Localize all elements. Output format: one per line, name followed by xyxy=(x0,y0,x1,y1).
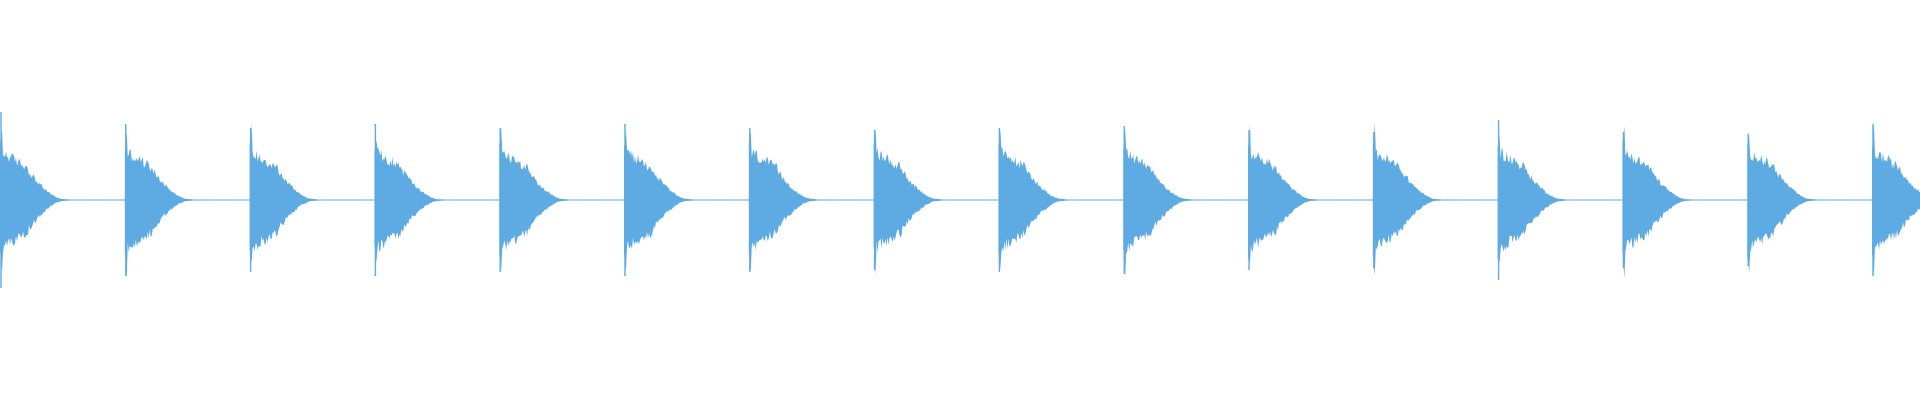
waveform-hit-3 xyxy=(249,122,318,263)
waveform-hit-2 xyxy=(124,133,194,279)
waveform-hit-12 xyxy=(1372,121,1442,276)
waveform-hit-16 xyxy=(1872,125,1920,275)
waveform-hit-15 xyxy=(1747,132,1816,273)
waveform-hit-1 xyxy=(0,129,69,272)
waveform-hit-8 xyxy=(873,127,942,276)
waveform-hit-14 xyxy=(1622,126,1691,279)
waveform-hits xyxy=(0,112,1920,288)
waveform-hit-6 xyxy=(624,130,693,270)
waveform-hit-11 xyxy=(1248,123,1317,263)
waveform-hit-4 xyxy=(374,140,443,263)
waveform-hit-7 xyxy=(748,132,818,272)
waveform-hit-9 xyxy=(998,129,1067,269)
waveform-hit-10 xyxy=(1123,130,1192,278)
waveform-hit-13 xyxy=(1497,133,1566,262)
waveform-hit-5 xyxy=(499,126,568,271)
